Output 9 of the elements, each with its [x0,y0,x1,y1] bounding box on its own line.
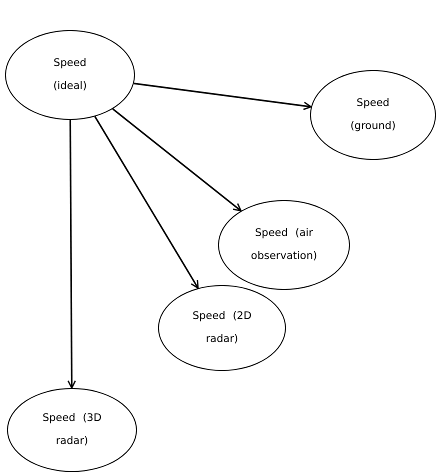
node-label: Speed (air observation) [250,226,318,264]
arrow [134,82,312,110]
node-label: Speed (ground) [349,96,397,134]
arrow [67,120,76,389]
node-label: Speed (2D radar) [191,308,253,347]
node-label: Speed (3D radar) [41,410,103,449]
arrow [94,116,199,289]
arrow [112,108,242,212]
node-label: Speed (ideal) [52,56,88,94]
